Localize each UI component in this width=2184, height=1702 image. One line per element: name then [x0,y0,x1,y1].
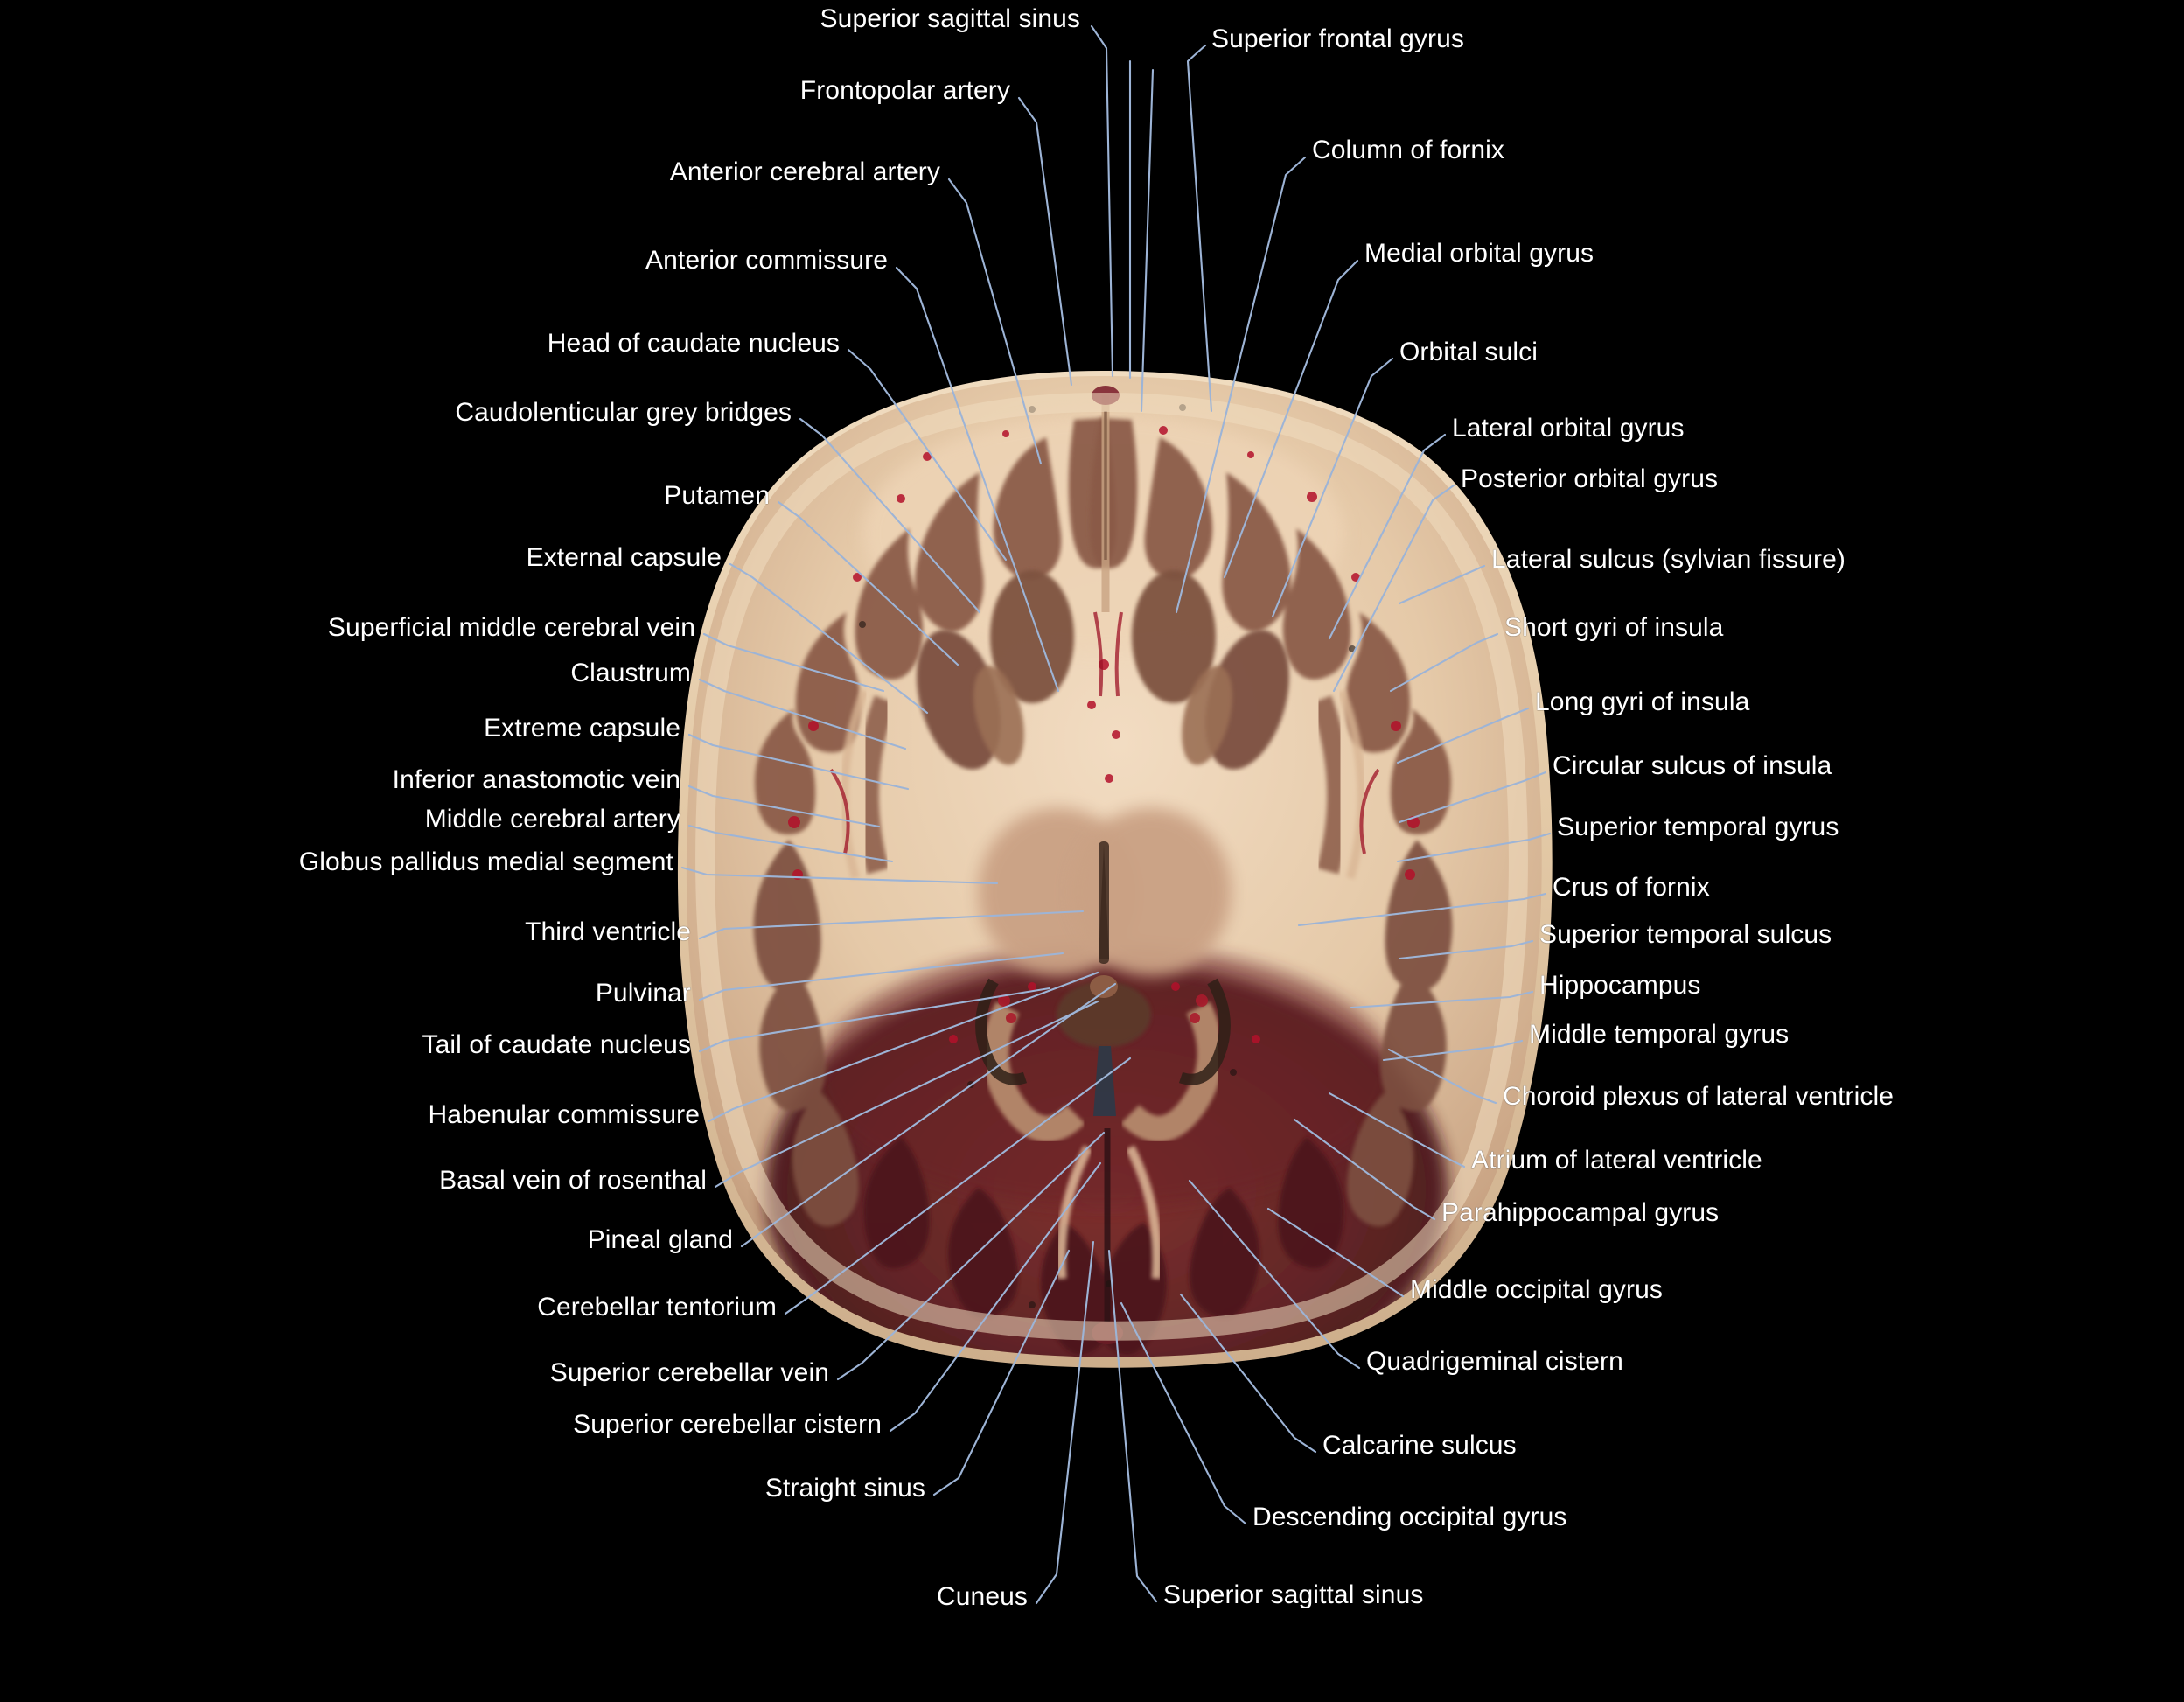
label-lateral-orbital-gyrus: Lateral orbital gyrus [1452,414,1685,443]
label-tail-of-caudate-nucleus: Tail of caudate nucleus [422,1030,691,1059]
label-frontopolar-artery: Frontopolar artery [799,76,1010,105]
label-cerebellar-tentorium: Cerebellar tentorium [537,1293,777,1322]
thalamus-right [1071,808,1232,976]
label-caudolenticular-grey-bridges: Caudolenticular grey bridges [455,398,792,427]
label-third-ventricle: Third ventricle [525,917,691,946]
label-superior-temporal-gyrus: Superior temporal gyrus [1557,813,1839,841]
label-column-of-fornix: Column of fornix [1312,136,1505,164]
insula-right [1309,695,1350,875]
label-external-capsule: External capsule [526,543,722,572]
label-short-gyri-of-insula: Short gyri of insula [1504,613,1724,642]
label-crus-of-fornix: Crus of fornix [1553,873,1710,902]
label-long-gyri-of-insula: Long gyri of insula [1535,687,1750,716]
label-middle-temporal-gyrus: Middle temporal gyrus [1529,1020,1790,1049]
label-superior-frontal-gyrus: Superior frontal gyrus [1211,24,1465,53]
globus-pallidus-right [1182,666,1232,765]
label-posterior-orbital-gyrus: Posterior orbital gyrus [1461,464,1719,493]
label-quadrigeminal-cistern: Quadrigeminal cistern [1366,1347,1623,1376]
label-choroid-plexus-lateral-ventricle: Choroid plexus of lateral ventricle [1503,1082,1894,1111]
label-middle-occipital-gyrus: Middle occipital gyrus [1410,1275,1663,1304]
label-inferior-anastomotic-vein: Inferior anastomotic vein [392,765,680,794]
label-superior-cerebellar-cistern: Superior cerebellar cistern [573,1410,882,1439]
label-anterior-commissure: Anterior commissure [645,246,888,275]
label-superior-cerebellar-vein: Superior cerebellar vein [549,1358,829,1387]
label-anterior-cerebral-artery: Anterior cerebral artery [669,157,940,186]
label-hippocampus: Hippocampus [1539,971,1701,1000]
label-pineal-gland: Pineal gland [587,1225,733,1254]
label-calcarine-sulcus: Calcarine sulcus [1322,1431,1517,1460]
label-superior-temporal-sulcus: Superior temporal sulcus [1539,920,1832,949]
label-cuneus: Cuneus [936,1582,1028,1611]
label-straight-sinus: Straight sinus [764,1474,925,1503]
hippocampus-right [1120,1001,1224,1142]
label-claustrum: Claustrum [570,659,691,687]
label-superior-sagittal-sinus-bottom: Superior sagittal sinus [1163,1580,1424,1609]
label-parahippocampal-gyrus: Parahippocampal gyrus [1441,1198,1720,1227]
label-extreme-capsule: Extreme capsule [484,714,680,743]
label-head-of-caudate-nucleus: Head of caudate nucleus [547,329,840,358]
label-superficial-middle-cerebral-vein: Superficial middle cerebral vein [327,613,695,642]
label-descending-occipital-gyrus: Descending occipital gyrus [1252,1503,1567,1531]
label-medial-orbital-gyrus: Medial orbital gyrus [1364,239,1594,268]
label-superior-sagittal-sinus-top: Superior sagittal sinus [820,4,1080,33]
label-basal-vein-of-rosenthal: Basal vein of rosenthal [439,1166,707,1195]
label-pulvinar: Pulvinar [595,979,691,1008]
pineal-gland [1090,975,1118,998]
label-lateral-sulcus: Lateral sulcus (sylvian fissure) [1491,545,1846,574]
label-orbital-sulci: Orbital sulci [1399,338,1539,366]
label-atrium-of-lateral-ventricle: Atrium of lateral ventricle [1471,1146,1762,1175]
label-globus-pallidus-medial-segment: Globus pallidus medial segment [298,848,673,876]
label-circular-sulcus-of-insula: Circular sulcus of insula [1553,751,1832,780]
lateral-sulcus-right [1337,689,1366,880]
atrium-right [1178,978,1231,1085]
label-putamen: Putamen [664,481,770,510]
label-middle-cerebral-artery: Middle cerebral artery [424,805,680,834]
label-habenular-commissure: Habenular commissure [428,1100,700,1129]
putamen-right [1205,630,1289,770]
